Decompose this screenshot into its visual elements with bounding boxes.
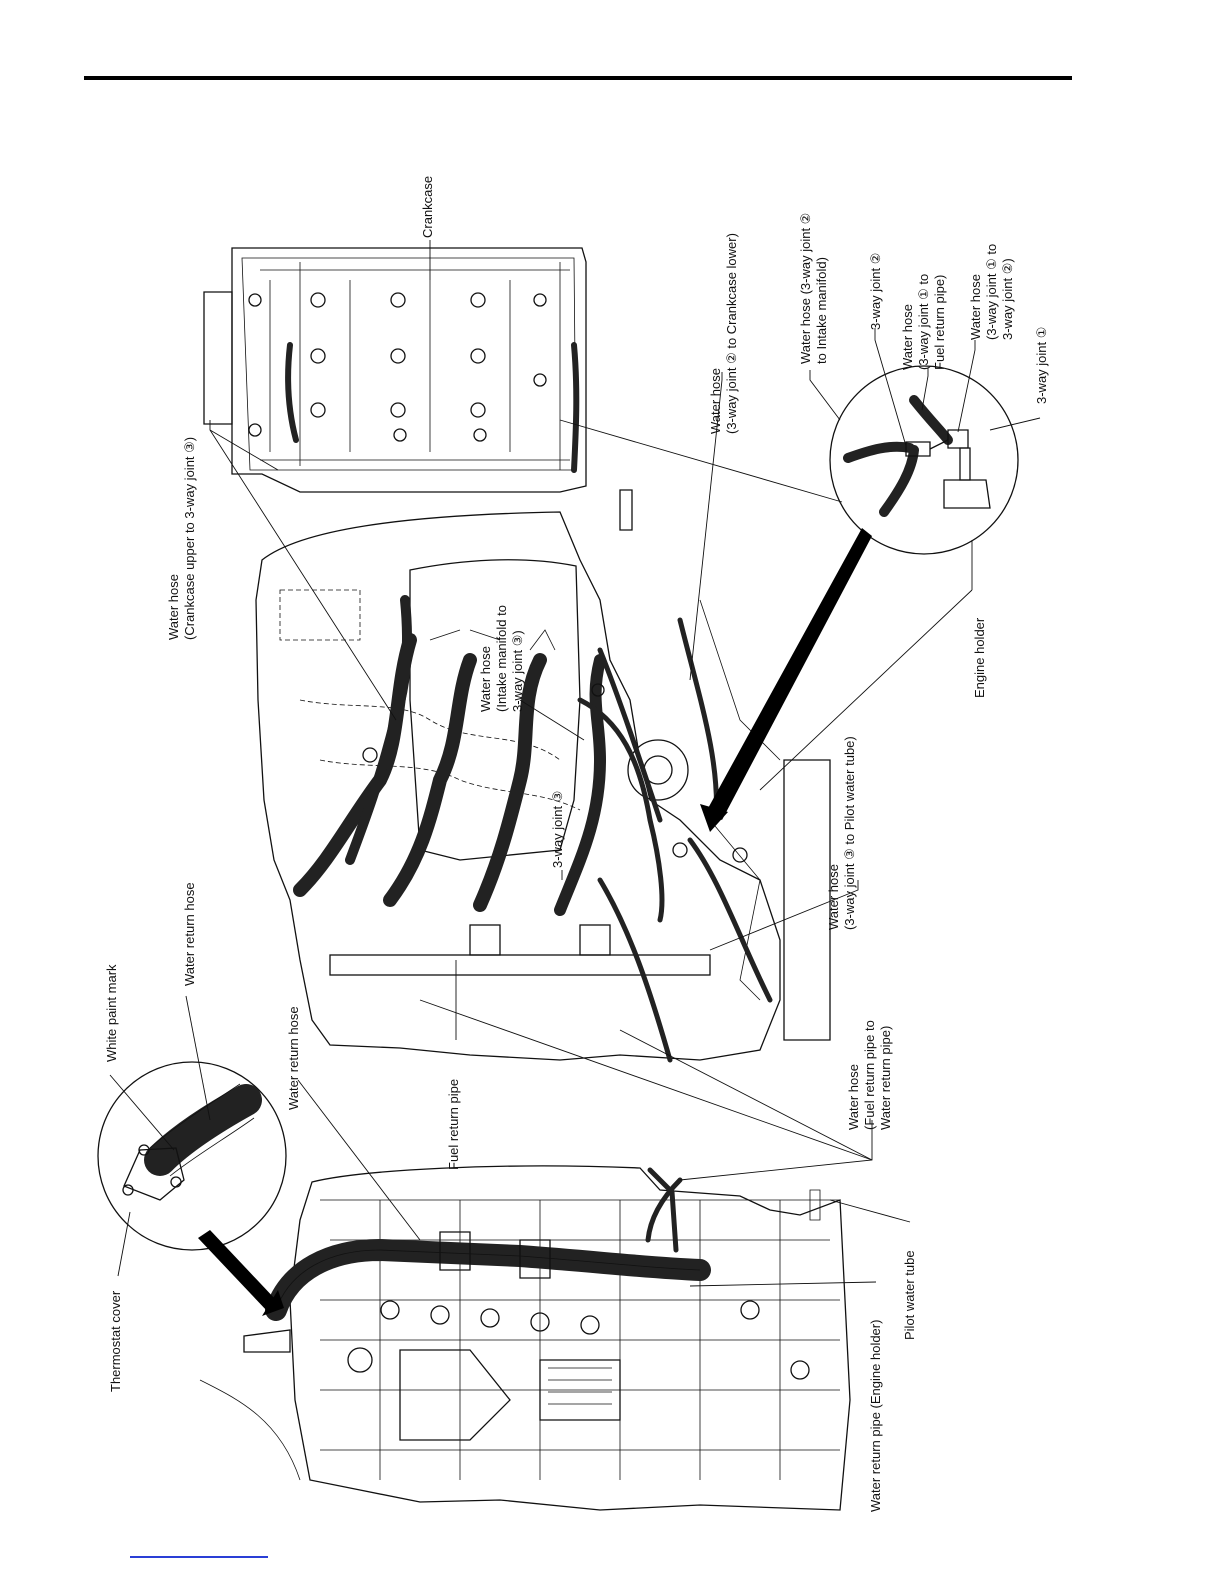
crankcase-bolts	[248, 292, 547, 442]
label-water-return-hose-a: Water return hose	[182, 882, 197, 986]
label-wh-fuel-water-2: (Fuel return pipe to	[862, 1020, 877, 1130]
label-three-way-2: 3-way joint ②	[868, 253, 883, 330]
labels: Crankcase Water hose (3-way joint ② to I…	[104, 176, 1049, 1512]
engine-hoses	[293, 595, 773, 1063]
label-three-way-1: 3-way joint ①	[1034, 327, 1049, 404]
label-wh-fuel-water-3: Water return pipe)	[878, 1026, 893, 1130]
label-wh-3way2-intake-2: to Intake manifold)	[814, 257, 829, 364]
label-wh-3way1-3way2-2: (3-way joint ① to	[984, 244, 999, 340]
label-wh-fuel-water-1: Water hose	[846, 1064, 861, 1130]
label-wh-crank-upper-1: Water hose	[166, 574, 181, 640]
thermostat-pointer-arrow	[198, 1230, 276, 1312]
label-wh-3way2-intake-1: Water hose (3-way joint ②	[798, 213, 813, 364]
label-pilot-water-tube: Pilot water tube	[902, 1250, 917, 1340]
label-crankcase: Crankcase	[420, 176, 435, 238]
label-wh-3way2-crank-1: Water hose	[708, 368, 723, 434]
label-water-return-hose-b: Water return hose	[286, 1006, 301, 1110]
thermostat-detail-inset	[97, 1061, 287, 1251]
label-wh-intake-3way3-3: 3-way joint ③)	[510, 630, 525, 712]
top-rule	[84, 76, 1072, 80]
label-engine-holder: Engine holder	[972, 617, 987, 698]
leader-lines	[109, 240, 1041, 1287]
label-wh-intake-3way3-2: (Intake manifold to	[494, 605, 509, 712]
label-wh-3way3-pilot-1: Water hose	[826, 864, 841, 930]
label-wh-3way1-3way2-1: Water hose	[968, 274, 983, 340]
inset-pointer-arrow	[706, 528, 872, 820]
label-wh-3way1-fuel-1: Water hose	[900, 304, 915, 370]
label-wh-3way2-crank-2: (3-way joint ② to Crankcase lower)	[724, 233, 739, 434]
footer-link-underline[interactable]	[130, 1556, 268, 1558]
label-fuel-return-pipe: Fuel return pipe	[446, 1079, 461, 1170]
label-wh-intake-3way3-1: Water hose	[478, 646, 493, 712]
label-three-way-3: 3-way joint ③	[550, 791, 565, 868]
label-wh-3way3-pilot-2: (3-way joint ③ to Pilot water tube)	[842, 736, 857, 930]
label-wh-3way1-fuel-2: (3-way joint ① to	[916, 274, 931, 370]
label-wh-3way1-fuel-3: Fuel return pipe)	[932, 275, 947, 370]
crankcase-drawing	[203, 247, 587, 493]
joint-detail-inset	[829, 365, 1019, 555]
label-white-paint-mark: White paint mark	[104, 964, 119, 1062]
label-thermostat-cover: Thermostat cover	[108, 1290, 123, 1392]
engine-left-drawing	[199, 1165, 851, 1511]
label-water-return-pipe: Water return pipe (Engine holder)	[868, 1320, 883, 1512]
label-wh-3way1-3way2-3: 3-way joint ②)	[1000, 258, 1015, 340]
label-wh-crank-upper-2: (Crankcase upper to 3-way joint ③)	[182, 437, 197, 640]
